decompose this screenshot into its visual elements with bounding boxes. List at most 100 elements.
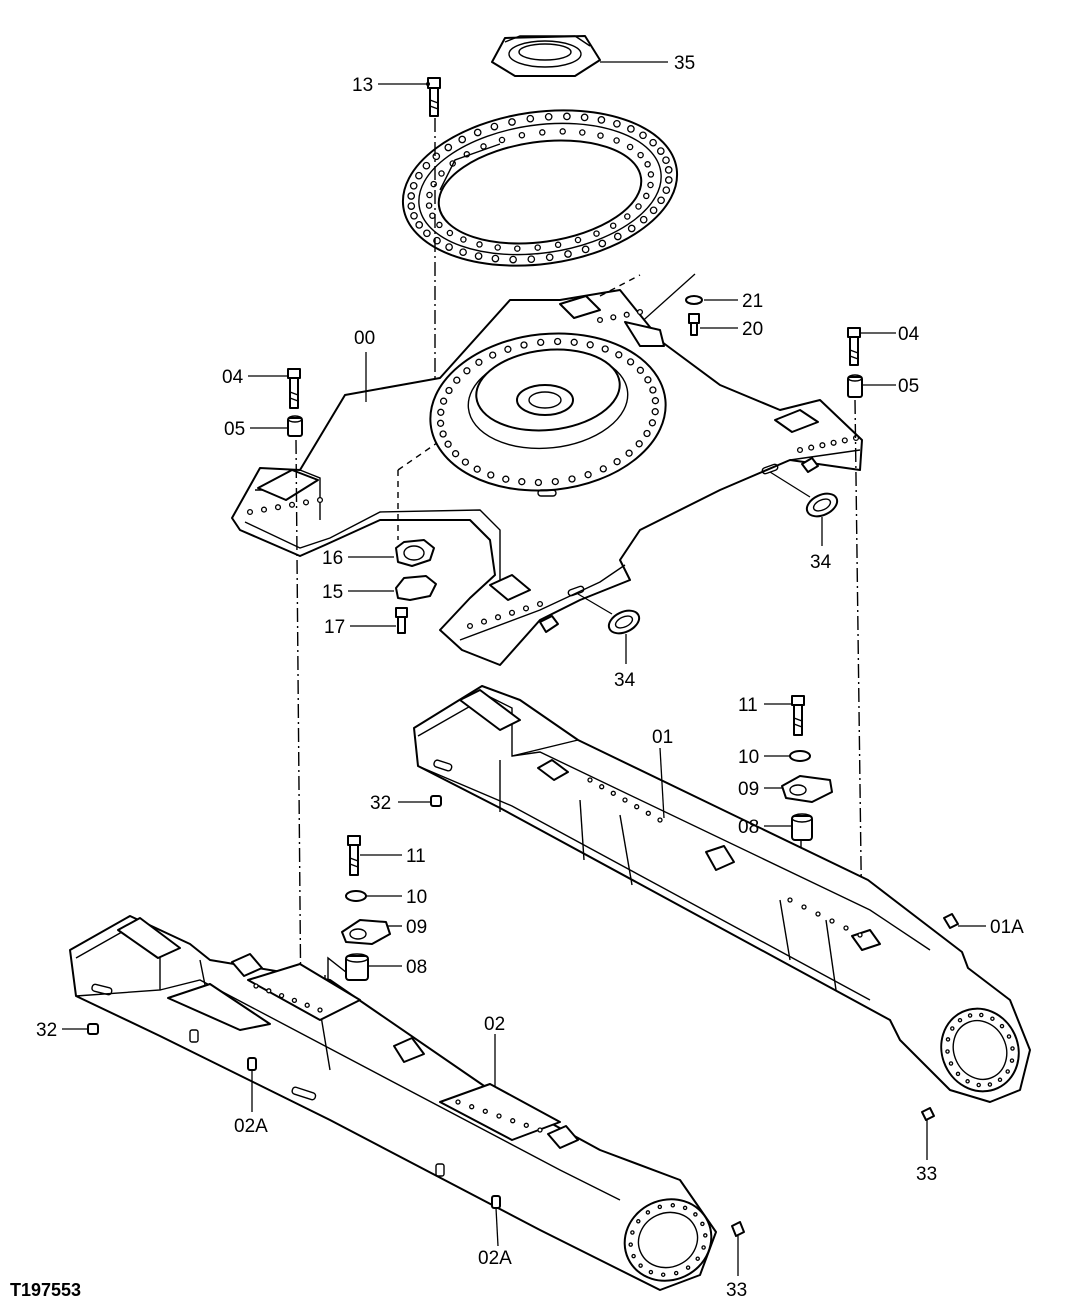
bolt-hole: [955, 1071, 961, 1077]
callout-05-left: 05: [224, 419, 245, 440]
bolt-hole: [695, 1256, 700, 1261]
bolt-hole: [473, 465, 481, 473]
callout-09-right: 09: [738, 779, 759, 800]
bolt-hole: [615, 351, 623, 359]
part-34-grommet-center: [607, 609, 641, 635]
bolt-hole: [626, 358, 635, 366]
bolt-hole: [645, 1210, 651, 1215]
callout-01A: 01A: [990, 917, 1024, 938]
bolt-hole: [627, 125, 635, 133]
bolt-hole: [502, 475, 510, 483]
bolt-hole: [815, 911, 821, 917]
bolt-hole: [429, 212, 436, 219]
bolt-hole: [274, 504, 282, 511]
bolt-hole: [643, 192, 650, 200]
bolt-hole: [439, 430, 447, 438]
part-04-bolt-left: [287, 368, 301, 409]
bolt-hole: [685, 1265, 691, 1270]
bolt-hole: [266, 988, 272, 994]
bolt-hole: [586, 341, 594, 349]
bolt-hole: [453, 376, 461, 384]
part-21-washer: [685, 295, 703, 305]
bolt-hole: [657, 196, 665, 205]
bolt-hole: [423, 229, 431, 238]
callout-10-right: 10: [738, 747, 759, 768]
callout-01: 01: [652, 727, 673, 748]
bolt-hole: [703, 1233, 708, 1238]
bolt-hole: [455, 1099, 461, 1105]
bolt-hole: [622, 797, 628, 803]
bolt-hole: [599, 465, 607, 473]
bolt-hole: [843, 925, 849, 931]
callout-34-center: 34: [614, 670, 636, 691]
bolt-hole: [857, 932, 863, 938]
bolt-hole: [657, 1204, 663, 1210]
part-10-washer-right: [789, 750, 811, 762]
part-08-spacer-right: [791, 813, 813, 841]
bolt-hole: [948, 1061, 954, 1066]
bolt-hole: [474, 252, 483, 260]
bolt-hole: [625, 449, 633, 457]
bolt-hole: [819, 442, 826, 449]
bolt-hole: [635, 203, 642, 210]
callout-34-right: 34: [810, 552, 832, 573]
bolt-hole: [636, 366, 645, 374]
bolt-hole: [563, 112, 571, 121]
bolt-hole: [967, 1013, 973, 1018]
bolt-hole: [664, 176, 673, 184]
bolt-hole: [950, 1026, 955, 1031]
bolt-hole: [651, 397, 660, 405]
bolt-hole: [610, 790, 616, 796]
bolt-hole: [584, 471, 592, 479]
figure-code: T197553: [10, 1280, 81, 1300]
bolt-hole: [437, 408, 445, 416]
bolt-hole: [451, 450, 460, 458]
bolt-hole: [317, 1007, 323, 1013]
bolt-hole: [808, 444, 815, 451]
bolt-hole: [656, 147, 665, 155]
callout-00: 00: [354, 328, 375, 349]
bolt-hole: [841, 437, 848, 444]
bolt-hole: [514, 245, 521, 252]
part-20-bolt: [688, 313, 700, 336]
bolt-hole: [570, 338, 578, 346]
bolt-hole: [593, 230, 600, 237]
bolt-hole: [979, 1012, 984, 1018]
bolt-hole: [504, 345, 512, 353]
bolt-hole: [302, 499, 310, 506]
part-33-fitting-right: [921, 1107, 935, 1121]
bolt-hole: [693, 1212, 698, 1217]
bolt-hole: [537, 1127, 543, 1133]
bolt-hole: [304, 1002, 310, 1008]
bolt-hole: [990, 1016, 995, 1021]
bolt-hole: [518, 478, 526, 486]
bolt-hole: [598, 239, 607, 248]
bolt-hole: [801, 904, 807, 910]
bolt-hole: [648, 419, 657, 427]
callout-02A-bottom: 02A: [478, 1248, 512, 1269]
bolt-hole: [253, 983, 259, 989]
callout-13: 13: [352, 75, 373, 96]
callout-09-left: 09: [406, 917, 427, 938]
callout-11-left: 11: [406, 846, 426, 867]
bolt-hole: [1005, 1069, 1010, 1074]
bolt-hole: [459, 248, 467, 257]
bolt-hole: [508, 118, 516, 126]
part-15-gasket: [395, 575, 437, 601]
bolt-hole: [637, 151, 644, 159]
bolt-hole: [444, 440, 452, 448]
bolt-hole: [673, 1270, 679, 1276]
part-02A-clip-bottom: [491, 1195, 501, 1209]
bolt-hole: [682, 1205, 688, 1211]
part-01-side-frame-right: [413, 685, 1031, 1103]
bolt-hole: [551, 477, 559, 486]
bolt-hole: [631, 1253, 636, 1259]
bolt-hole: [645, 810, 651, 816]
bolt-hole: [425, 202, 433, 209]
bolt-hole: [830, 439, 837, 446]
bolt-hole: [624, 213, 631, 220]
bolt-hole: [407, 192, 416, 200]
bolt-hole: [999, 1023, 1005, 1029]
bolt-hole: [545, 253, 554, 262]
